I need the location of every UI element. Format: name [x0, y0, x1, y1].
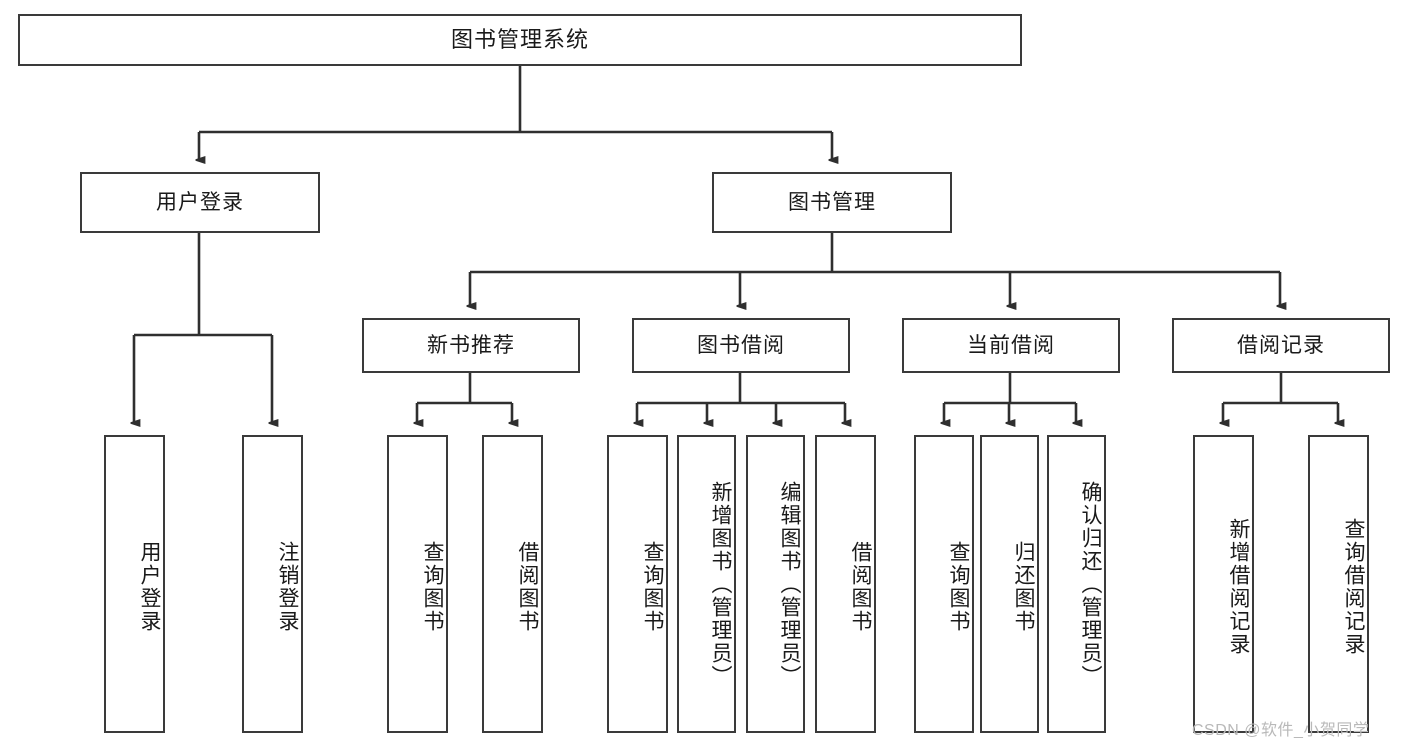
leaf-confirm-return-admin[interactable]: 确认归还（管理员） — [1047, 435, 1106, 733]
node-new-book-recommend[interactable]: 新书推荐 — [362, 318, 580, 373]
node-book-management[interactable]: 图书管理 — [712, 172, 952, 233]
node-current-borrow[interactable]: 当前借阅 — [902, 318, 1120, 373]
node-book-borrow[interactable]: 图书借阅 — [632, 318, 850, 373]
node-user-login[interactable]: 用户登录 — [80, 172, 320, 233]
leaf-query-book-current[interactable]: 查询图书 — [914, 435, 974, 733]
leaf-user-logout[interactable]: 注销登录 — [242, 435, 303, 733]
leaf-borrow-book-recommend[interactable]: 借阅图书 — [482, 435, 543, 733]
leaf-edit-book-admin[interactable]: 编辑图书（管理员） — [746, 435, 805, 733]
leaf-borrow-book[interactable]: 借阅图书 — [815, 435, 876, 733]
csdn-watermark: CSDN @软件_小贺同学 — [1192, 722, 1370, 739]
leaf-query-borrow-record[interactable]: 查询借阅记录 — [1308, 435, 1369, 733]
leaf-query-book-borrow[interactable]: 查询图书 — [607, 435, 668, 733]
leaf-add-book-admin[interactable]: 新增图书（管理员） — [677, 435, 736, 733]
leaf-return-book[interactable]: 归还图书 — [980, 435, 1039, 733]
leaf-query-book-recommend[interactable]: 查询图书 — [387, 435, 448, 733]
leaf-add-borrow-record[interactable]: 新增借阅记录 — [1193, 435, 1254, 733]
node-root-book-management-system[interactable]: 图书管理系统 — [18, 14, 1022, 66]
node-borrow-record[interactable]: 借阅记录 — [1172, 318, 1390, 373]
leaf-user-login[interactable]: 用户登录 — [104, 435, 165, 733]
